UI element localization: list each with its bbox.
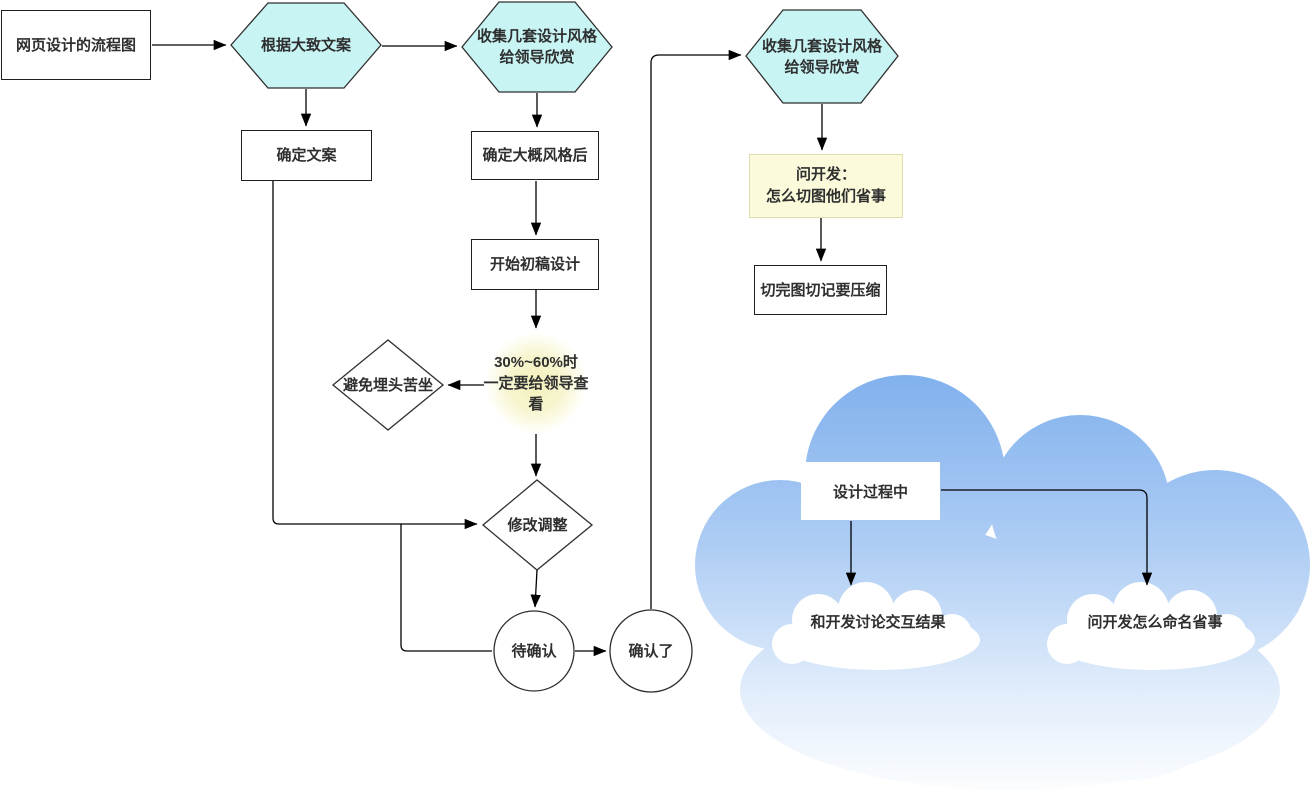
hexagon-collect-styles xyxy=(461,1,613,93)
cloud-discuss-interaction-shape xyxy=(772,582,980,670)
node-start-draft: 开始初稿设计 xyxy=(471,239,599,290)
edge-in-design-to-naming xyxy=(941,489,1153,586)
pending-circle xyxy=(493,610,575,692)
big-cloud-background xyxy=(695,375,1310,790)
edge-confirmed-to-collect-2 xyxy=(650,49,742,609)
edge-adjust-to-pending xyxy=(530,569,541,608)
node-confirm-copy: 确定文案 xyxy=(241,130,372,181)
diamond-avoid xyxy=(331,339,445,431)
hexagon-brief xyxy=(230,2,382,89)
confirmed-circle xyxy=(609,609,693,693)
node-confirm-style: 确定大概风格后 xyxy=(471,131,599,180)
node-start: 网页设计的流程图 xyxy=(1,10,151,80)
cloud-ask-naming-shape xyxy=(1047,582,1255,670)
hexagon-collect-styles-2 xyxy=(745,9,899,104)
review-circle xyxy=(485,332,587,434)
diamond-adjust xyxy=(481,479,594,571)
node-in-design: 设计过程中 xyxy=(801,462,940,520)
edge-pending-loop-to-adjust xyxy=(400,524,492,652)
node-compress: 切完图切记要压缩 xyxy=(754,265,887,315)
edge-confirm-copy-to-adjust xyxy=(272,181,478,530)
node-ask-dev-slicing: 问开发： 怎么切图他们省事 xyxy=(749,154,903,218)
